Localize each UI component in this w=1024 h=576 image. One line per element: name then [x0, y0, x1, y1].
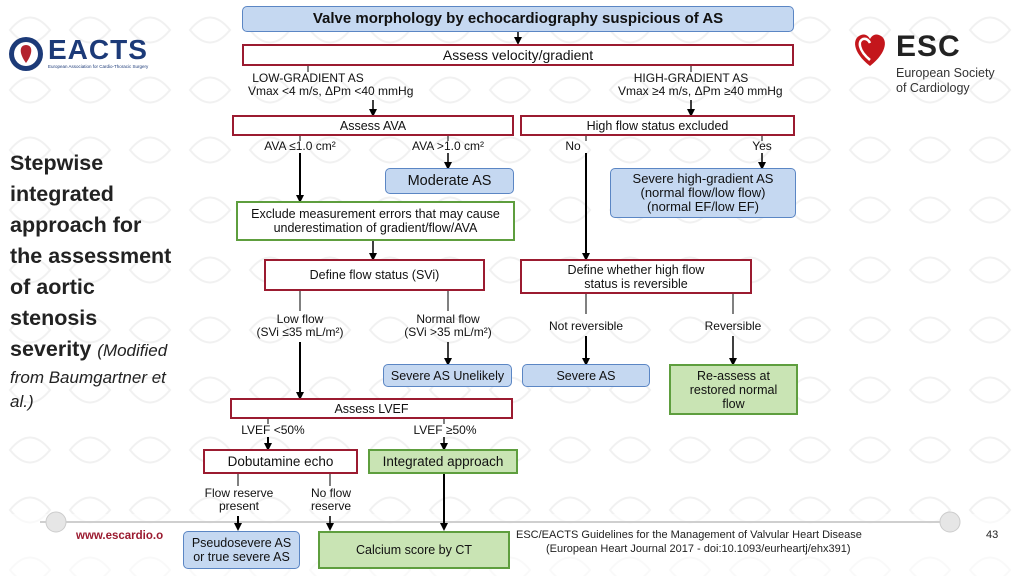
exclude-errors-box: Exclude measurement errors that may caus…: [236, 201, 515, 241]
normal-flow-label: Normal flow (SVi >35 mL/m²): [396, 313, 500, 339]
flow-reserve-label: Flow reserve present: [194, 487, 284, 513]
top-box: Valve morphology by echocardiography sus…: [242, 6, 794, 32]
assess-lvef-label: Assess LVEF: [334, 401, 409, 416]
side-title-line: stenosis: [10, 306, 98, 330]
no-flow-reserve-line2: reserve: [310, 499, 351, 513]
severe-high-gradient-line3: (normal EF/low EF): [647, 199, 759, 214]
low-flow-label: Low flow (SVi ≤35 mL/m²): [248, 313, 352, 339]
lvef-high-label: LVEF ≥50%: [413, 423, 477, 437]
assess-velocity-label: Assess velocity/gradient: [442, 47, 594, 63]
side-title-line: the assessment: [10, 244, 172, 268]
severe-as-box: Severe AS: [522, 364, 650, 387]
severe-high-gradient-line2: (normal flow/low flow): [640, 185, 766, 200]
side-title-attribution: al.): [10, 392, 34, 411]
dobutamine-label: Dobutamine echo: [227, 453, 334, 469]
dobutamine-box: Dobutamine echo: [203, 449, 358, 474]
side-title: Stepwise integrated approach for the ass…: [10, 148, 210, 414]
integrated-box: Integrated approach: [368, 449, 518, 474]
top-box-label: Valve morphology by echocardiography sus…: [312, 10, 724, 27]
side-title-attribution: from Baumgartner et: [10, 368, 166, 387]
assess-ava-label: Assess AVA: [339, 118, 407, 133]
footer-citation-line1: ESC/EACTS Guidelines for the Management …: [516, 529, 862, 541]
ava-small-label: AVA ≤1.0 cm²: [264, 139, 336, 153]
lvef-low-label: LVEF <50%: [241, 423, 305, 437]
low-flow-line1: Low flow: [276, 312, 324, 326]
severe-unlikely-label: Severe AS Unelikely: [390, 368, 505, 383]
footer-citation-line2: (European Heart Journal 2017 - doi:10.10…: [546, 543, 851, 555]
define-high-flow-line1: Define whether high flow: [567, 262, 705, 277]
side-title-modified: (Modified: [97, 341, 168, 360]
reversible-label: Reversible: [704, 319, 762, 333]
footer-citation: ESC/EACTS Guidelines for the Management …: [516, 528, 936, 556]
high-flow-excluded-box: High flow status excluded: [520, 115, 795, 136]
normal-flow-line1: Normal flow: [416, 312, 480, 326]
esc-logo: ESC European Society of Cardiology: [850, 30, 1020, 100]
define-high-flow-line2: status is reversible: [584, 276, 688, 291]
low-gradient-line2: Vmax <4 m/s, ΔPm <40 mmHg: [248, 84, 414, 98]
high-gradient-line1: HIGH-GRADIENT AS: [633, 71, 749, 85]
severe-as-label: Severe AS: [556, 368, 616, 383]
pseudosevere-line2: or true severe AS: [193, 550, 290, 564]
page-number: 43: [986, 529, 999, 541]
moderate-as-label: Moderate AS: [407, 173, 492, 189]
assess-velocity-box: Assess velocity/gradient: [242, 44, 794, 66]
side-title-line: approach for: [10, 213, 142, 237]
reassess-box: Re-assess at restored normal flow: [669, 364, 798, 415]
side-title-line: of aortic: [10, 275, 95, 299]
severe-unlikely-box: Severe AS Unelikely: [383, 364, 512, 387]
flow-reserve-line1: Flow reserve: [204, 486, 274, 500]
reassess-line2: restored normal: [689, 382, 778, 397]
eacts-wordmark: EACTS: [48, 34, 148, 65]
esc-wordmark: ESC: [896, 30, 961, 63]
define-flow-box: Define flow status (SVi): [264, 259, 485, 291]
moderate-as-box: Moderate AS: [385, 168, 514, 194]
pseudosevere-box: Pseudosevere AS or true severe AS: [183, 531, 300, 569]
side-title-line: severity: [10, 337, 92, 361]
eacts-seal-icon: [9, 37, 43, 71]
ava-large-label: AVA >1.0 cm²: [412, 139, 484, 153]
normal-flow-line2: (SVi >35 mL/m²): [404, 325, 492, 339]
footer-url[interactable]: www.escardio.o: [76, 530, 164, 542]
flow-reserve-line2: present: [218, 499, 260, 513]
assess-lvef-box: Assess LVEF: [230, 398, 513, 419]
calcium-box: Calcium score by CT: [318, 531, 510, 569]
eacts-logo: EACTS European Association for Cardio-Th…: [8, 34, 158, 74]
high-flow-excluded-label: High flow status excluded: [586, 118, 729, 133]
side-title-line: Stepwise: [10, 151, 104, 175]
reassess-line1: Re-assess at: [697, 368, 770, 383]
no-flow-reserve-line1: No flow: [310, 486, 351, 500]
integrated-label: Integrated approach: [382, 453, 504, 469]
not-reversible-label: Not reversible: [548, 319, 624, 333]
low-gradient-label: LOW-GRADIENT AS Vmax <4 m/s, ΔPm <40 mmH…: [248, 71, 414, 98]
calcium-label: Calcium score by CT: [356, 543, 472, 557]
esc-line1: European Society: [896, 66, 995, 80]
yes-label: Yes: [752, 139, 772, 153]
define-high-flow-box: Define whether high flow status is rever…: [520, 259, 752, 294]
esc-heart-icon: [855, 34, 885, 66]
eacts-tagline: European Association for Cardio-Thoracic…: [48, 64, 149, 69]
low-flow-line2: (SVi ≤35 mL/m²): [256, 325, 344, 339]
low-gradient-line1: LOW-GRADIENT AS: [252, 71, 364, 85]
severe-high-gradient-line1: Severe high-gradient AS: [632, 171, 774, 186]
esc-line2: of Cardiology: [896, 81, 970, 95]
no-label: No: [565, 139, 581, 153]
high-gradient-line2: Vmax ≥4 m/s, ΔPm ≥40 mmHg: [618, 84, 783, 98]
no-flow-reserve-label: No flow reserve: [300, 487, 362, 513]
pseudosevere-line1: Pseudosevere AS: [191, 536, 292, 550]
side-title-line: integrated: [10, 182, 114, 206]
assess-ava-box: Assess AVA: [232, 115, 514, 136]
exclude-errors-line2: underestimation of gradient/flow/AVA: [273, 221, 478, 235]
exclude-errors-line1: Exclude measurement errors that may caus…: [251, 207, 500, 221]
high-gradient-label: HIGH-GRADIENT AS Vmax ≥4 m/s, ΔPm ≥40 mm…: [618, 71, 783, 98]
severe-high-gradient-box: Severe high-gradient AS (normal flow/low…: [610, 168, 796, 218]
define-flow-label: Define flow status (SVi): [309, 268, 440, 282]
reassess-line3: flow: [722, 396, 745, 411]
